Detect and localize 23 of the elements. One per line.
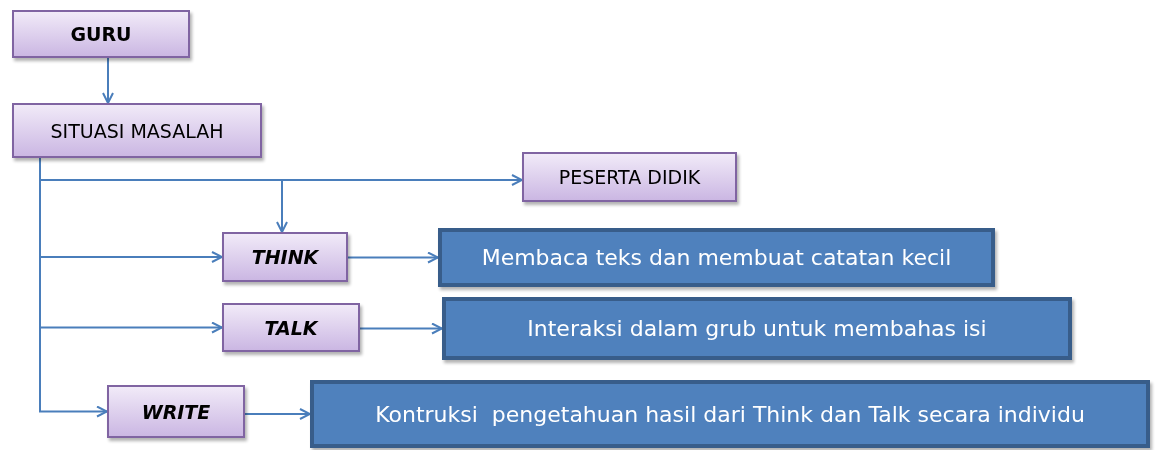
description-box (442, 297, 1072, 360)
box-label: TALK (264, 316, 318, 339)
description-box (438, 228, 995, 287)
process-box (222, 232, 348, 282)
arrow (347, 251, 439, 264)
process-box (522, 152, 737, 202)
description-box (310, 380, 1150, 448)
process-box (12, 10, 190, 58)
box-label: Kontruksi pengetahuan hasil dari Think dan Talk secara individu (375, 401, 1085, 427)
process-box (107, 385, 245, 438)
box-label: GURU (70, 23, 132, 45)
box-label: Interaksi dalam grub untuk membahas isi (527, 316, 987, 341)
arrow (244, 408, 311, 420)
box-label: WRITE (141, 400, 211, 423)
box-label: PESERTA DIDIK (558, 166, 701, 188)
box-label: SITUASI MASALAH (50, 119, 224, 142)
process-box (12, 103, 262, 158)
box-label: Membaca teks dan membuat catatan kecil (481, 245, 952, 270)
arrow (39, 157, 108, 418)
process-box (222, 303, 360, 352)
arrow (102, 57, 114, 104)
arrow (359, 322, 443, 335)
box-label: THINK (251, 246, 319, 268)
